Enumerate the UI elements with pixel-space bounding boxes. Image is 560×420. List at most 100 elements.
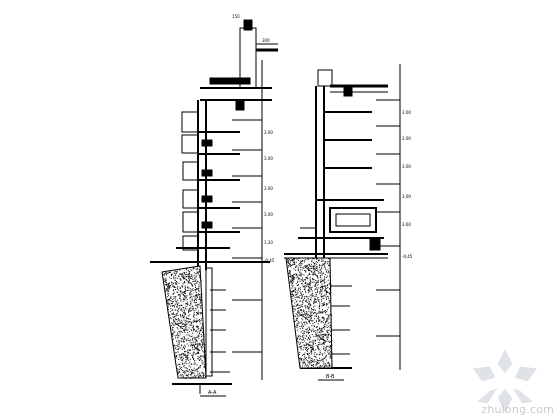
- hatch-dot: [179, 363, 181, 365]
- hatch-dot: [323, 305, 324, 306]
- hatch-dot: [197, 271, 198, 273]
- hatch-dot: [197, 357, 199, 359]
- hatch-dot: [330, 310, 332, 312]
- hatch-dot: [311, 330, 312, 332]
- hatch-dot: [313, 266, 314, 267]
- hatch-dot: [299, 269, 301, 271]
- hatch-dot: [331, 328, 332, 330]
- hatch-dot: [181, 310, 183, 312]
- hatch-dot: [169, 314, 170, 316]
- hatch-dot: [192, 355, 194, 357]
- hatch-dot: [193, 345, 195, 347]
- hatch-dot: [197, 350, 199, 351]
- hatch-dot: [176, 283, 178, 285]
- hatch-dot: [321, 267, 323, 269]
- hatch-dot: [189, 350, 191, 351]
- hatch-dot: [184, 290, 185, 292]
- hatch-dot: [329, 322, 331, 323]
- hatch-dot: [297, 335, 299, 337]
- hatch-dot: [307, 284, 309, 285]
- hatch-dot: [315, 367, 317, 369]
- hatch-dot: [202, 325, 204, 326]
- hatch-dot: [304, 313, 306, 315]
- hatch-dot: [315, 295, 317, 297]
- hatch-dot: [323, 357, 325, 359]
- hatch-dot: [313, 325, 315, 327]
- hatch-dot: [300, 305, 302, 307]
- hatch-dot: [170, 318, 172, 320]
- hatch-dot: [186, 320, 187, 322]
- hatch-dot: [295, 269, 297, 271]
- hatch-dot: [306, 313, 308, 315]
- hatch-dot: [195, 341, 196, 343]
- hatch-dot: [298, 305, 300, 307]
- hatch-dot: [324, 362, 326, 364]
- hatch-dot: [328, 365, 330, 366]
- hatch-dot: [176, 327, 178, 329]
- hatch-dot: [307, 320, 309, 322]
- hatch-dot: [324, 263, 325, 265]
- hatch-dot: [199, 343, 201, 345]
- hatch-dot: [299, 271, 301, 273]
- hatch-dot: [179, 269, 181, 271]
- hatch-dot: [312, 306, 314, 308]
- hatch-dot: [307, 264, 309, 266]
- hatch-dot: [185, 323, 187, 325]
- hatch-dot: [290, 260, 292, 262]
- hatch-dot: [193, 349, 195, 351]
- hatch-dot: [188, 363, 190, 365]
- hatch-dot: [305, 271, 307, 273]
- hatch-dot: [305, 314, 307, 316]
- hatch-dot: [178, 323, 180, 325]
- hatch-dot: [187, 287, 189, 289]
- hatch-dot: [203, 356, 205, 358]
- hatch-dot: [308, 300, 310, 302]
- hatch-dot: [180, 316, 182, 318]
- hatch-dot: [309, 277, 311, 279]
- hatch-dot: [324, 326, 326, 328]
- hatch-dot: [323, 358, 325, 359]
- hatch-dot: [190, 290, 192, 292]
- hatch-dot: [200, 279, 202, 281]
- hatch-dot: [325, 364, 327, 366]
- hatch-dot: [293, 277, 295, 279]
- hatch-dot: [325, 293, 327, 295]
- hatch-dot: [192, 357, 194, 359]
- hatch-dot: [297, 281, 299, 283]
- hatch-dot: [293, 259, 295, 261]
- hatch-dot: [190, 302, 192, 304]
- hatch-dot: [294, 308, 296, 310]
- hatch-dot: [191, 297, 193, 299]
- hatch-dot: [170, 305, 172, 307]
- hatch-dot: [313, 318, 315, 320]
- hatch-dot: [326, 320, 327, 322]
- hatch-dot: [175, 345, 177, 347]
- hatch-dot: [190, 344, 192, 346]
- hatch-dot: [317, 335, 319, 337]
- hatch-dot: [311, 345, 313, 347]
- hatch-dot: [303, 347, 305, 349]
- hatch-dot: [287, 262, 289, 264]
- hatch-dot: [190, 339, 191, 341]
- hatch-dot: [187, 357, 189, 359]
- hatch-dot: [301, 273, 303, 275]
- hatch-dot: [326, 261, 328, 263]
- hatch-dot: [302, 365, 303, 367]
- hatch-dot: [327, 284, 329, 286]
- hatch-dot: [299, 280, 301, 282]
- hatch-dot: [299, 306, 301, 308]
- hatch-dot: [196, 330, 197, 332]
- hatch-dot: [317, 279, 319, 281]
- hatch-dot: [318, 348, 320, 350]
- hatch-dot: [187, 286, 188, 288]
- hatch-dot: [168, 271, 170, 273]
- hatch-dot: [181, 325, 183, 327]
- hatch-dot: [174, 348, 176, 350]
- hatch-dot: [295, 326, 297, 328]
- hatch-dot: [180, 315, 181, 317]
- hatch-dot: [193, 341, 195, 343]
- hatch-dot: [200, 299, 202, 301]
- hatch-dot: [177, 285, 179, 287]
- hatch-dot: [192, 357, 193, 358]
- hatch-dot: [320, 338, 322, 340]
